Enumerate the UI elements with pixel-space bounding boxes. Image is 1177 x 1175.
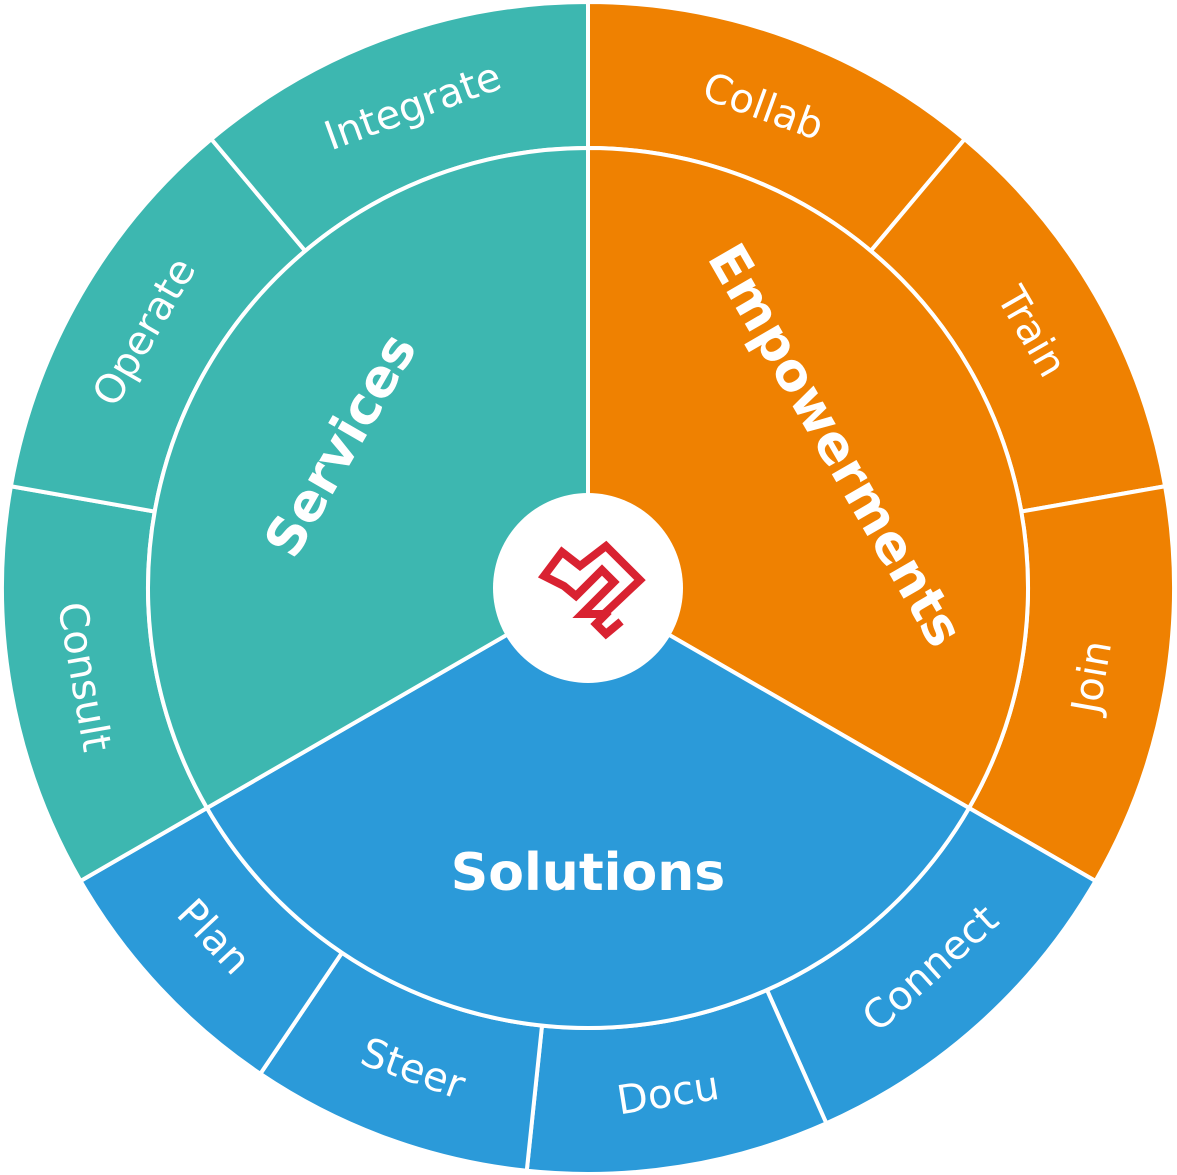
solutions-category-label: Solutions (451, 843, 725, 903)
empowerments-inner-sector (586, 145, 1030, 811)
heart-logo-icon (537, 540, 646, 640)
center-hub (493, 493, 683, 683)
inner-ring (146, 145, 1030, 1030)
logo-mark (537, 540, 646, 640)
solutions-inner-sector (204, 585, 972, 1030)
services-inner-sector (146, 145, 590, 811)
